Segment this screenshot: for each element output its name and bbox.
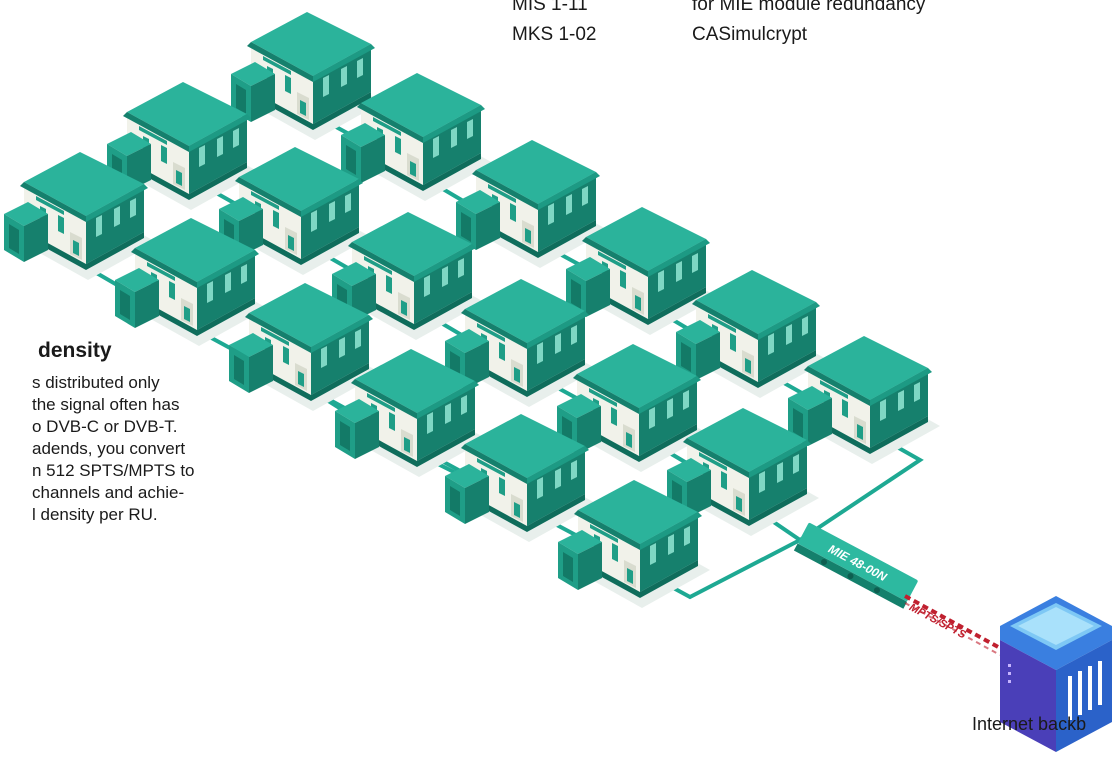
house-icon: [229, 283, 381, 411]
house-icon: [115, 218, 267, 346]
houses-grid: [4, 12, 940, 608]
mpts-spts-link: MPTS/SPTS: [904, 594, 1001, 656]
option-code: MIS 1-11: [512, 0, 588, 15]
house-icon: [335, 349, 487, 477]
density-text: s distributed only the signal often has …: [32, 372, 332, 526]
text-line: the signal often has: [32, 395, 180, 414]
house-icon: [557, 344, 709, 472]
text-line: adends, you convert: [32, 439, 186, 458]
density-heading: density: [38, 339, 112, 362]
text-line: o DVB-C or DVB-T.: [32, 417, 178, 436]
house-icon: [445, 414, 597, 542]
option-description: for MIE module redundancy: [692, 0, 926, 15]
house-icon: [107, 82, 259, 210]
option-code: MKS 1-02: [512, 24, 597, 45]
house-icon: [788, 336, 940, 464]
house-icon: [4, 152, 156, 280]
house-icon: [456, 140, 608, 268]
text-line: l density per RU.: [32, 505, 158, 524]
house-icon: [445, 279, 597, 407]
house-icon: [676, 270, 828, 398]
text-line: channels and achie-: [32, 483, 185, 502]
house-icon: [667, 408, 819, 536]
link-label: MPTS/SPTS: [907, 601, 968, 641]
house-icon: [566, 207, 718, 335]
option-description: CASimulcrypt: [692, 24, 808, 45]
options-list: MIS 1-11 for MIE module redundancy MKS 1…: [512, 0, 972, 54]
house-icon: [231, 12, 383, 140]
mie-device[interactable]: MIE 48-00N: [793, 522, 919, 609]
house-icon: [341, 73, 493, 201]
house-icon: [219, 147, 371, 275]
server-icon: [1000, 596, 1112, 752]
text-line: s distributed only: [32, 373, 160, 392]
text-line: n 512 SPTS/MPTS to: [32, 461, 195, 480]
house-icon: [558, 480, 710, 608]
server-label: Internet backb: [972, 714, 1087, 734]
house-icon: [332, 212, 484, 340]
